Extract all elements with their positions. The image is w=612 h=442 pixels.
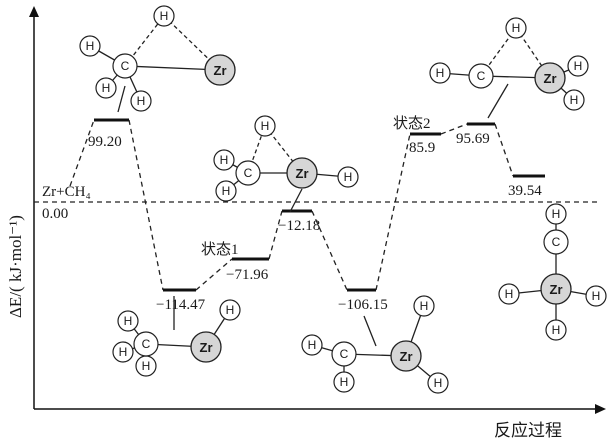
svg-text:H: H: [220, 153, 229, 167]
svg-text:H: H: [552, 207, 561, 221]
svg-text:H: H: [222, 184, 231, 198]
y-axis-label: ΔE/( kJ·mol⁻¹): [6, 215, 25, 318]
state-label-2: 状态2: [393, 115, 431, 132]
svg-text:H: H: [592, 289, 601, 303]
svg-text:H: H: [505, 287, 514, 301]
energy-label-int3: −106.15: [338, 297, 388, 313]
molecule-int3: H H H H C Zr: [301, 295, 449, 394]
svg-text:Zr: Zr: [200, 340, 213, 355]
molecule-int2: H H H H C Zr: [213, 115, 359, 213]
svg-text:H: H: [308, 338, 317, 352]
svg-text:H: H: [434, 376, 443, 390]
reference-species-label: Zr+CH₄: [42, 184, 91, 200]
svg-text:Zr: Zr: [550, 282, 563, 297]
svg-text:H: H: [261, 119, 270, 133]
svg-text:H: H: [137, 94, 146, 108]
energy-label-prod: 39.54: [508, 183, 542, 199]
svg-text:H: H: [142, 359, 151, 373]
molecule-prod: H C H H H Zr: [498, 203, 607, 341]
svg-text:C: C: [477, 69, 486, 83]
svg-text:H: H: [512, 21, 521, 35]
molecule-ts1: H H H H C Zr: [79, 5, 236, 113]
svg-text:C: C: [244, 166, 253, 180]
svg-text:H: H: [160, 9, 169, 23]
svg-text:Zr: Zr: [400, 349, 413, 364]
svg-text:Zr: Zr: [544, 71, 557, 86]
state-label-1: 状态1: [201, 241, 239, 258]
molecule-int1: H H H H C Zr: [112, 296, 241, 377]
svg-text:H: H: [344, 170, 353, 184]
axes: ΔE/( kJ·mol⁻¹) 反应过程: [6, 6, 606, 440]
reaction-path: [69, 119, 514, 291]
svg-text:H: H: [552, 323, 561, 337]
energy-label-ts1: 99.20: [88, 134, 122, 150]
svg-text:H: H: [102, 81, 111, 95]
svg-text:H: H: [574, 59, 583, 73]
energy-label-int4: 95.69: [456, 131, 490, 147]
svg-text:H: H: [119, 345, 128, 359]
svg-text:H: H: [420, 299, 429, 313]
svg-text:H: H: [340, 375, 349, 389]
x-axis-label: 反应过程: [494, 421, 562, 440]
svg-text:C: C: [121, 59, 130, 73]
reference-energy-label: 0.00: [42, 206, 68, 222]
svg-text:Zr: Zr: [214, 63, 227, 78]
svg-text:H: H: [86, 39, 95, 53]
svg-text:H: H: [124, 314, 133, 328]
molecule-ts2: H H H H C Zr: [429, 17, 589, 119]
energy-labels: 99.20 −114.47 −71.96 −12.18 −106.15 85.9…: [88, 115, 542, 313]
energy-label-int1: −114.47: [156, 297, 206, 313]
y-axis-arrow: [29, 6, 39, 17]
svg-text:H: H: [436, 66, 445, 80]
energy-levels: [94, 118, 545, 292]
energy-label-state1: −71.96: [226, 267, 269, 283]
svg-text:Zr: Zr: [296, 166, 309, 181]
svg-text:C: C: [340, 347, 349, 361]
svg-text:C: C: [142, 337, 151, 351]
energy-label-state2: 85.9: [409, 140, 435, 156]
x-axis-arrow: [595, 404, 606, 414]
svg-text:H: H: [570, 93, 579, 107]
svg-text:C: C: [552, 235, 561, 249]
svg-text:H: H: [226, 303, 235, 317]
energy-label-int2: −12.18: [278, 218, 320, 234]
